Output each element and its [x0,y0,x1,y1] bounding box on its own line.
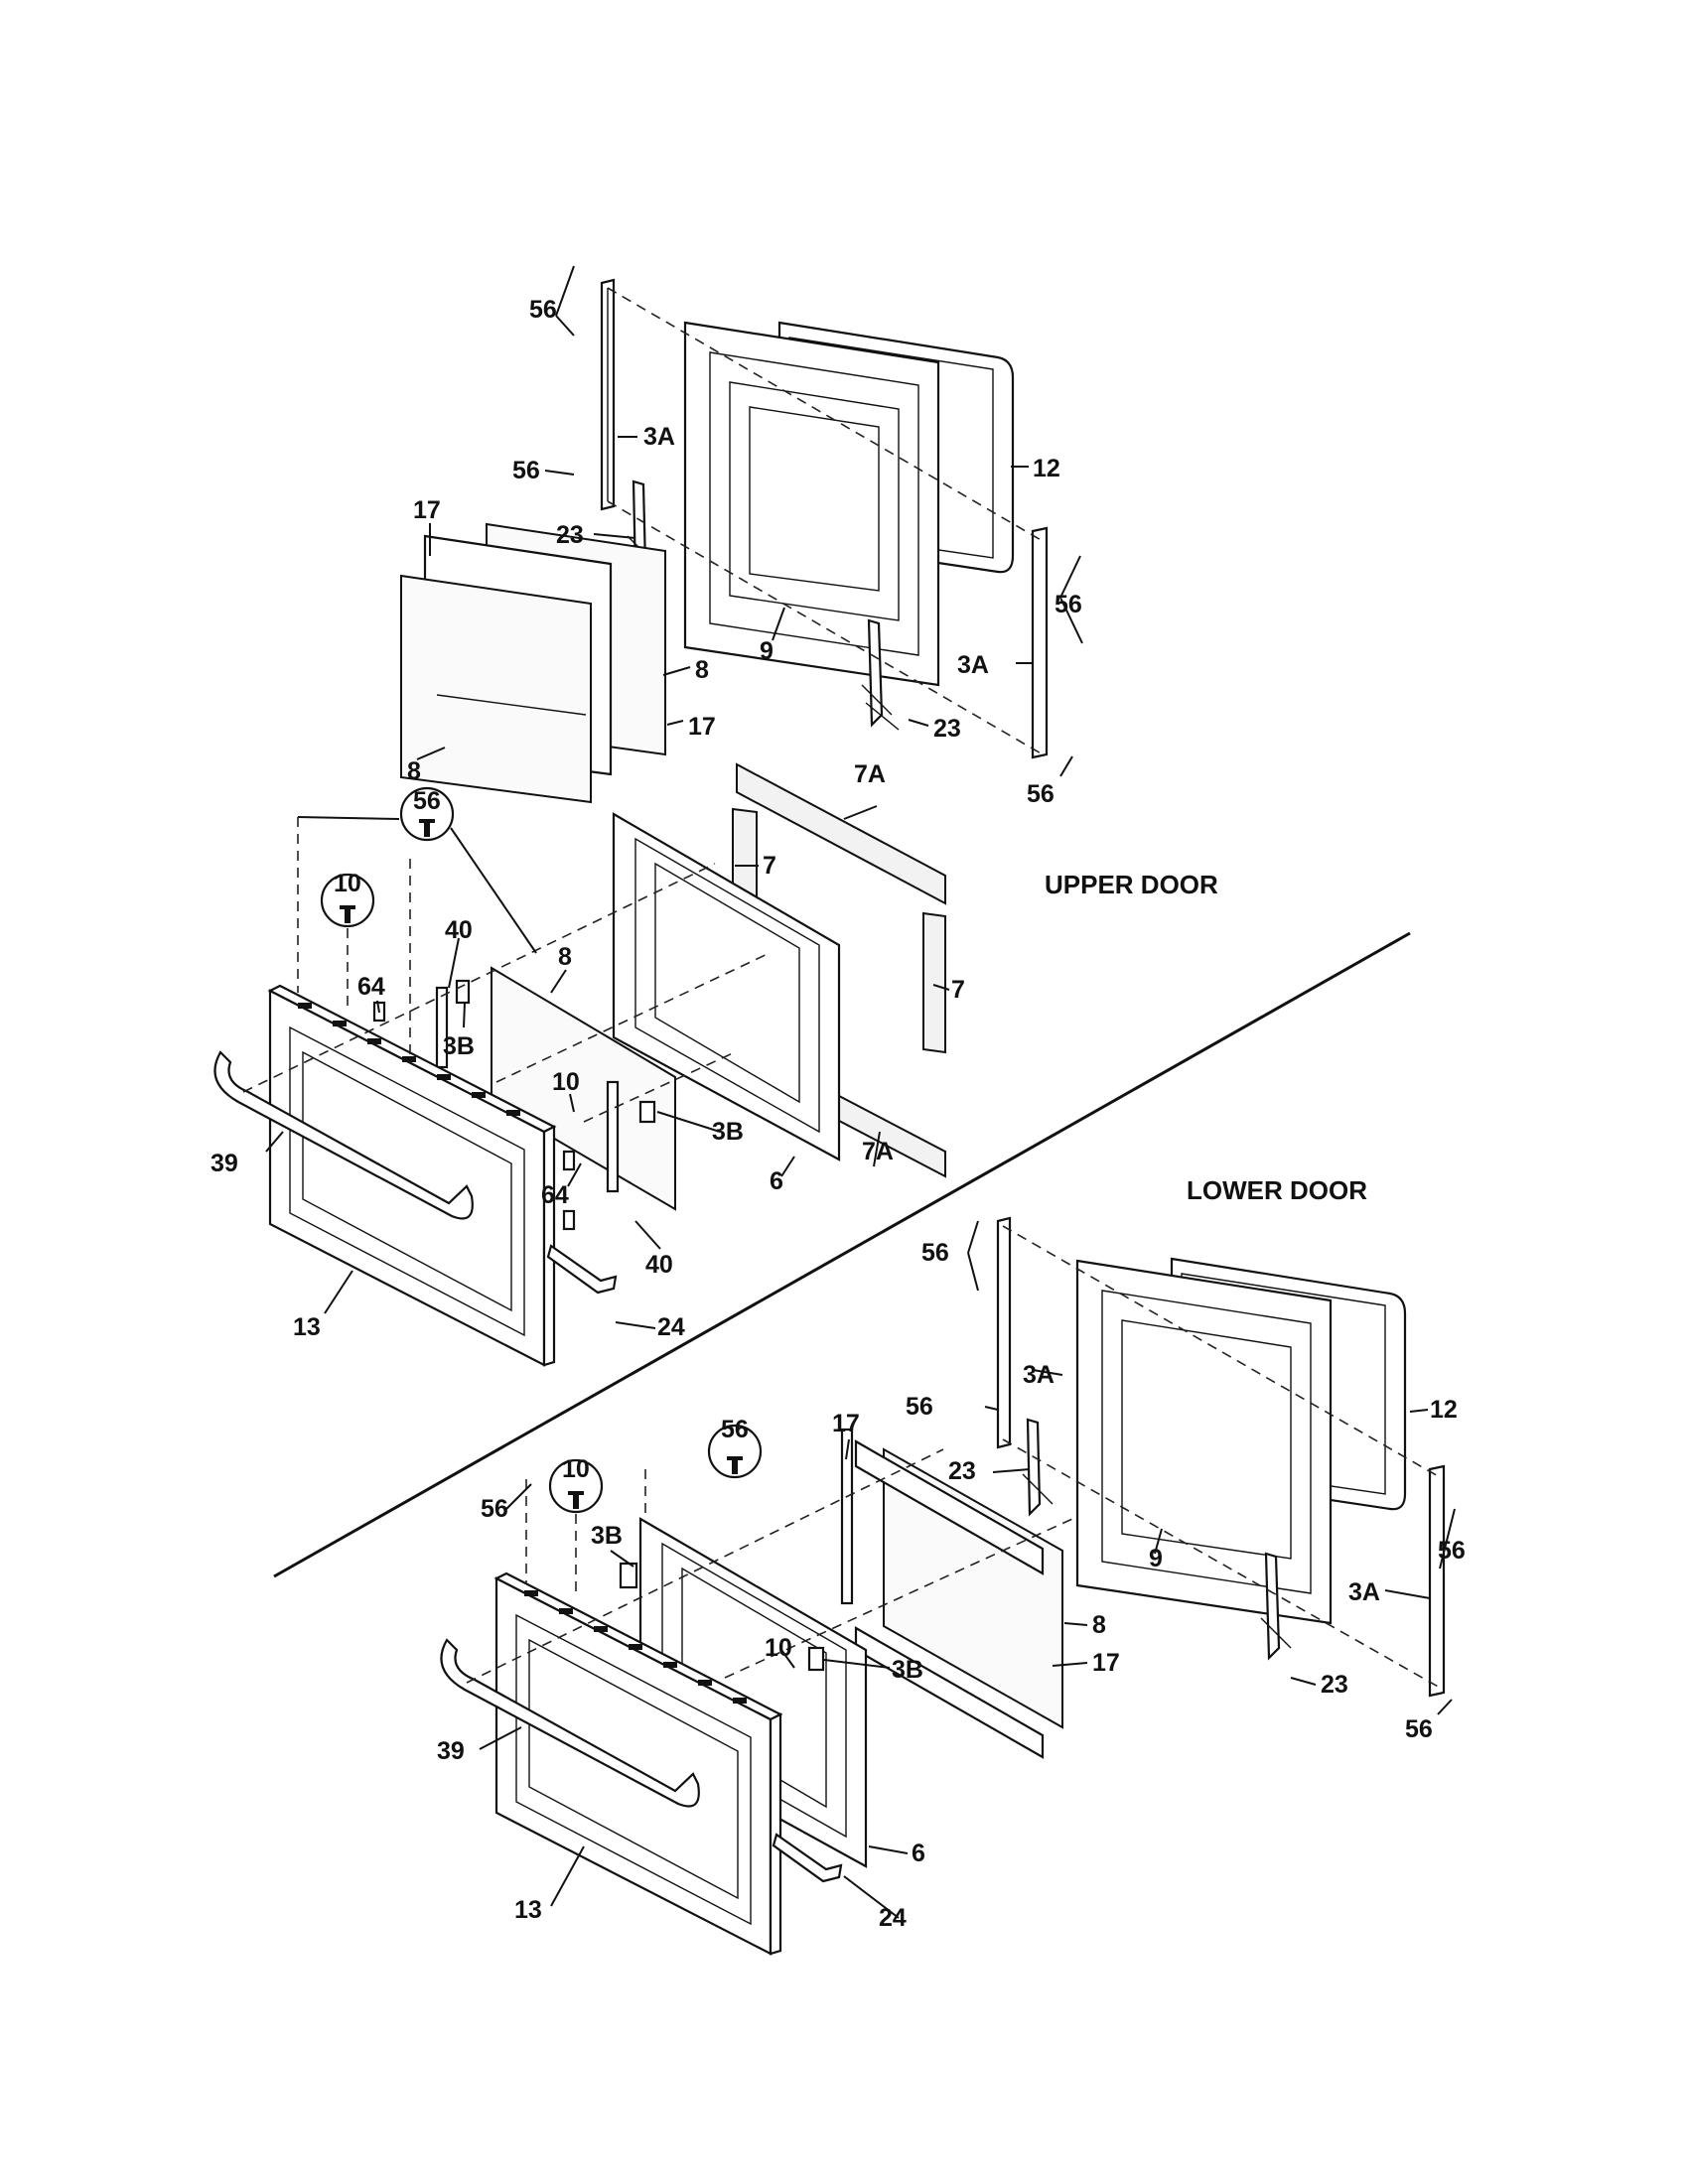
label-10: 10 [552,1068,580,1096]
lower-glass-panes [840,1428,1063,1759]
label-56: 56 [1405,1715,1433,1743]
label-3b: 3B [892,1656,923,1684]
part-labels: 56 3A 56 12 17 23 56 9 8 3A 17 23 8 56 7… [211,296,1466,1932]
lower-screw-callout-10 [548,1458,604,1514]
label-3a: 3A [1023,1361,1055,1389]
label-8: 8 [695,656,709,684]
label-10: 10 [562,1455,590,1483]
lower-hinge-receiver [772,1833,843,1883]
label-12: 12 [1033,455,1060,482]
label-23: 23 [556,521,584,549]
label-23: 23 [948,1457,976,1485]
upper-screw-callout-10 [320,873,375,928]
lower-inner-door-frame [1075,1259,1333,1625]
label-24: 24 [879,1904,907,1932]
label-64: 64 [357,973,385,1001]
label-9: 9 [760,637,774,665]
label-24: 24 [657,1313,685,1341]
label-23: 23 [933,715,961,743]
label-3b: 3B [591,1522,623,1550]
lower-hinge-left [1022,1418,1054,1517]
label-56: 56 [529,296,557,324]
lower-assembly-lines [466,1225,1441,1689]
lower-leader-lines [479,1220,1456,1919]
upper-hinge-receiver [546,1244,618,1295]
label-3a: 3A [643,423,675,451]
upper-side-channel-right [1031,526,1049,759]
upper-inner-door-frame [683,321,940,687]
label-56: 56 [906,1393,933,1421]
label-23: 23 [1321,1671,1348,1699]
label-7: 7 [763,852,776,880]
label-8: 8 [1092,1611,1106,1639]
lower-door-handle [440,1638,700,1808]
label-56: 56 [1027,780,1055,808]
lower-outer-door-panel [493,1571,783,1956]
label-9: 9 [1149,1545,1163,1572]
label-64: 64 [541,1181,569,1209]
label-56: 56 [921,1239,949,1267]
lower-screw-callout-56 [707,1424,763,1479]
label-56: 56 [481,1495,508,1523]
lower-door-assembly [440,1216,1456,1956]
label-56: 56 [1055,591,1082,618]
lower-side-channel-left [996,1216,1012,1449]
label-17: 17 [832,1410,860,1437]
label-7a: 7A [854,760,886,788]
label-12: 12 [1430,1396,1458,1424]
upper-door-frame [612,812,841,1161]
label-56: 56 [413,787,441,815]
upper-screw-callout-56 [399,786,455,842]
label-8: 8 [407,757,421,785]
upper-outer-door-panel [267,984,557,1367]
label-3a: 3A [1348,1578,1380,1606]
upper-door-assembly [213,265,1083,1367]
upper-door-title: UPPER DOOR [1045,870,1218,899]
label-13: 13 [293,1313,321,1341]
label-10: 10 [334,870,361,897]
label-56: 56 [721,1416,749,1443]
upper-leader-lines [265,265,1083,1329]
label-3b: 3B [443,1032,475,1060]
label-39: 39 [211,1150,238,1177]
label-56: 56 [1438,1537,1466,1565]
label-7a: 7A [862,1138,894,1165]
label-7: 7 [951,976,965,1004]
label-3b: 3B [712,1118,744,1146]
label-10: 10 [765,1634,792,1662]
label-40: 40 [645,1251,673,1279]
label-56: 56 [512,457,540,484]
label-17: 17 [413,496,441,524]
label-17: 17 [1092,1649,1120,1677]
upper-inner-glass [491,966,676,1211]
label-3a: 3A [957,651,989,679]
upper-door-handle [213,1050,474,1220]
label-6: 6 [912,1840,925,1867]
label-8: 8 [558,943,572,971]
upper-glass-panes [400,522,666,804]
upper-assembly-lines [242,287,1044,1123]
label-6: 6 [770,1167,783,1195]
label-39: 39 [437,1737,465,1765]
upper-side-channel-left [600,278,616,511]
lower-hinge-right [1260,1552,1292,1661]
lower-door-title: LOWER DOOR [1187,1175,1367,1205]
lower-side-channel-right [1428,1464,1446,1698]
upper-hinge-right [861,618,900,731]
label-40: 40 [445,916,473,944]
label-13: 13 [514,1896,542,1924]
label-17: 17 [688,713,716,741]
section-divider-line [273,931,1411,1578]
